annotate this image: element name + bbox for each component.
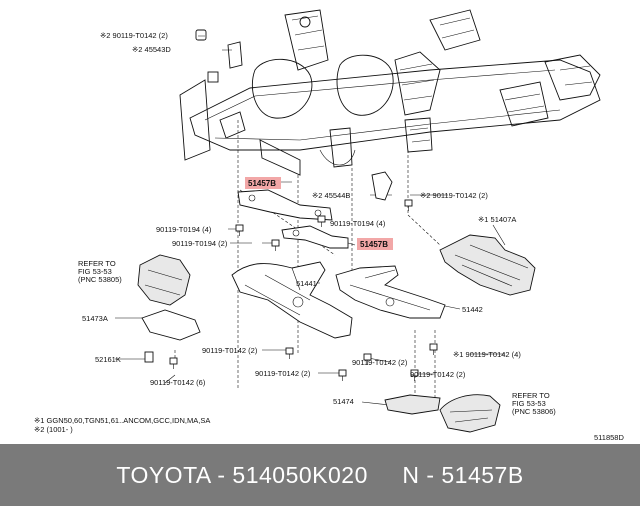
cover-51474 [384,394,441,415]
label-45544b: ※2 45544B [312,191,350,200]
label-51457b-lower: 51457B [360,240,388,249]
label-t0142-b: 90119-T0142 (2) [352,358,408,367]
label-right-90119: ※2 90119-T0142 (2) [420,191,488,200]
label-t0142-c: ※1 90119-T0142 (4) [453,350,521,359]
label-refer-2a: REFER TO [512,391,550,400]
label-t0194-b: 90119-T0194 (4) [330,219,386,228]
label-t0194-c: 90119-T0194 (2) [172,239,228,248]
under-cover-51407a [439,234,536,296]
label-51441: 51441 [296,279,317,288]
label-51473a: 51473A [82,314,108,323]
label-t0142-6: 90119-T0142 (6) [150,378,206,387]
bracket-51457b-upper [237,189,333,221]
label-52161k: 52161K [95,355,121,364]
part-labels: ※2 90119-T0142 (2) ※2 45543D 51457B ※2 4… [34,31,624,442]
leader-lines [115,35,506,406]
label-51457b-upper: 51457B [248,179,276,188]
skid-plate-51442 [335,265,446,319]
highlight-51457b-lower [357,238,393,250]
label-45543d: ※2 45543D [132,45,171,54]
exploded-parts-diagram: ※2 90119-T0142 (2) ※2 45543D 51457B ※2 4… [34,9,625,442]
skid-plate-51441 [231,261,353,339]
label-refer-2b: FIG 53-53 [512,399,546,408]
label-t0142-a: 90119-T0142 (2) [202,346,258,355]
bolts [144,199,438,381]
footnote-2: ※2 (1001- ) [34,425,73,434]
label-t0142-e: 90119-T0142 (2) [410,370,466,379]
bracket-51457b-lower [281,225,349,249]
diagram-canvas: ※2 90119-T0142 (2) ※2 45543D 51457B ※2 4… [34,9,624,442]
label-51407a: ※1 51407A [478,215,516,224]
cover-refer-53806 [439,394,501,433]
bracket-51473a [141,309,201,341]
label-refer-1b: FIG 53-53 [78,267,112,276]
label-t0194-a: 90119-T0194 (4) [156,225,212,234]
parts [137,171,536,433]
chassis-frame [179,9,601,176]
label-51474: 51474 [333,397,354,406]
cover-refer-53805 [137,254,191,306]
label-refer-1c: (PNC 53805) [78,275,122,284]
label-refer-2c: (PNC 53806) [512,407,556,416]
bracket-45544b [371,171,393,201]
label-51442: 51442 [462,305,483,314]
diagram-id: 511858D [594,433,624,442]
label-top-90119: ※2 90119-T0142 (2) [100,31,168,40]
label-refer-1a: REFER TO [78,259,116,268]
footnote-1: ※1 GGN50,60,TGN51,61..ANCOM,GCC,IDN,MA,S… [34,416,210,425]
label-t0142-d: 90119-T0142 (2) [255,369,311,378]
part-number-banner: TOYOTA - 514050K020 N - 51457B [0,444,640,506]
part-number-text: TOYOTA - 514050K020 N - 51457B [116,461,524,488]
highlight-51457b-upper [245,177,281,189]
